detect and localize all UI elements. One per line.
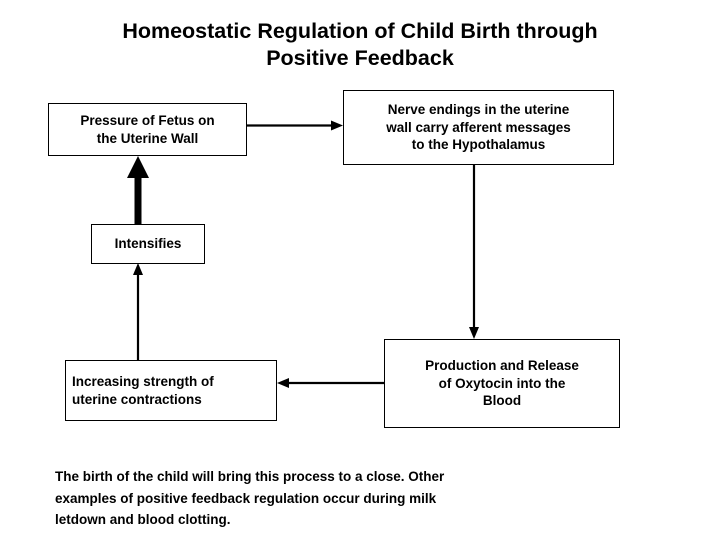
arrow-intensifies-to-pressure (127, 156, 149, 224)
caption-line-1: The birth of the child will bring this p… (55, 469, 445, 484)
caption-line-3: letdown and blood clotting. (55, 512, 231, 527)
arrow-nerve-to-oxytocin (469, 165, 479, 339)
node-nerve-line-2: wall carry afferent messages (386, 119, 571, 135)
caption-line-2: examples of positive feedback regulation… (55, 490, 437, 506)
node-contractions-line-1: Increasing strength of (72, 374, 214, 389)
diagram-caption: The birth of the child will bring this p… (55, 466, 665, 531)
arrow-pressure-to-nerve (247, 120, 343, 131)
arrow-oxytocin-to-contractions (277, 378, 384, 388)
node-pressure-line-1: Pressure of Fetus on (80, 113, 215, 128)
node-nerve-line-1: Nerve endings in the uterine (387, 102, 570, 118)
diagram-title: Homeostatic Regulation of Child Birth th… (0, 18, 720, 72)
node-intensifies: Intensifies (91, 224, 205, 264)
node-increasing-contractions: Increasing strength of uterine contracti… (65, 360, 277, 421)
node-oxytocin-line-1: Production and Release (425, 358, 579, 374)
node-oxytocin-release: Production and Release of Oxytocin into … (384, 339, 620, 428)
title-line-2: Positive Feedback (266, 46, 454, 70)
node-pressure-of-fetus: Pressure of Fetus on the Uterine Wall (48, 103, 247, 156)
arrow-contractions-to-intensifies (133, 263, 143, 360)
node-oxytocin-line-3: Blood (482, 393, 522, 409)
node-contractions-line-2: uterine contractions (72, 391, 202, 407)
node-intensifies-line-1: Intensifies (114, 236, 182, 252)
node-nerve-endings: Nerve endings in the uterine wall carry … (343, 90, 614, 165)
title-line-1: Homeostatic Regulation of Child Birth th… (122, 19, 598, 43)
node-pressure-line-2: the Uterine Wall (96, 130, 199, 146)
node-oxytocin-line-2: of Oxytocin into the (438, 375, 566, 391)
node-nerve-line-3: to the Hypothalamus (411, 137, 546, 153)
